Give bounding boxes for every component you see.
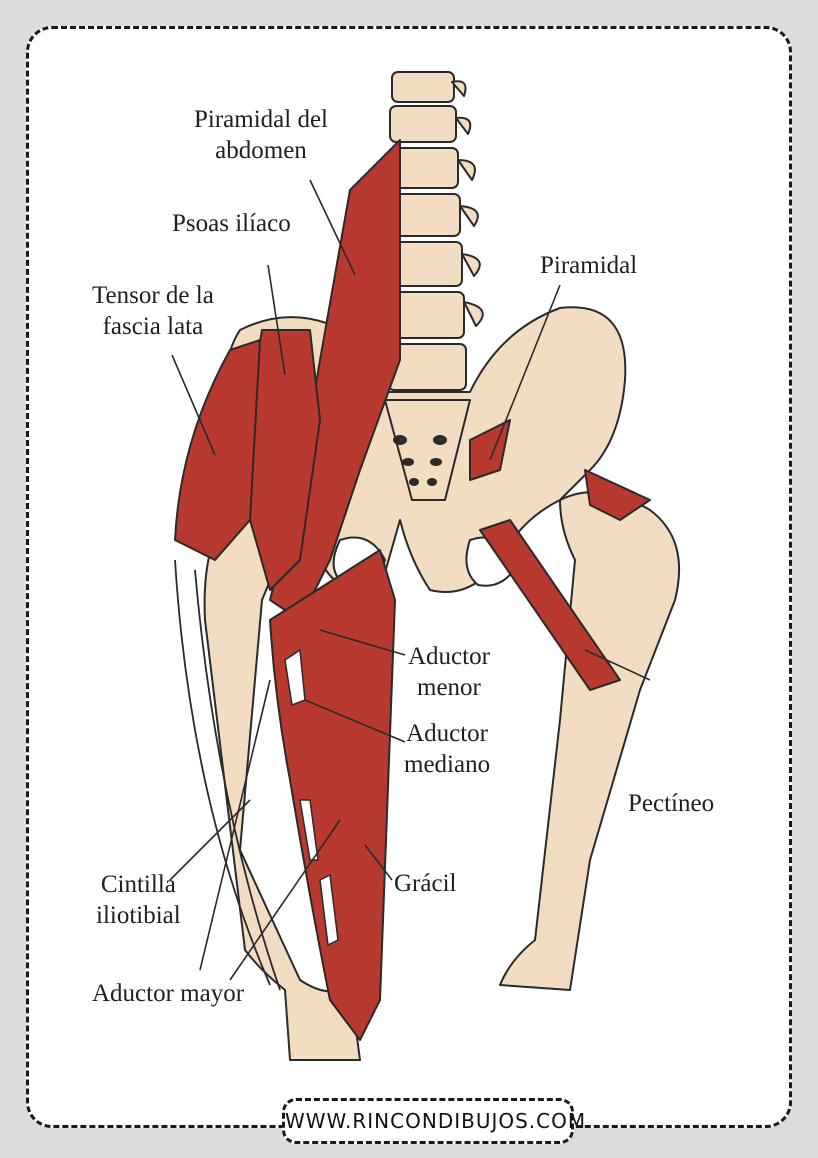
muscle-pectineo [479, 519, 621, 691]
label-piramidal: Piramidal [540, 252, 638, 279]
label-gracil: Grácil [394, 870, 457, 897]
label-aductor-mayor: Aductor mayor [92, 980, 245, 1007]
label-psoas-iliaco: Psoas ilíaco [172, 210, 291, 237]
spine [387, 71, 484, 391]
muscle-pectineo-top [584, 469, 651, 521]
footer-url[interactable]: WWW.RINCONDIBUJOS.COM [282, 1098, 585, 1144]
sacrum [384, 399, 471, 501]
label-pectineo: Pectíneo [628, 790, 715, 817]
muscle-tensor [174, 339, 261, 561]
leader-lines [169, 179, 651, 981]
